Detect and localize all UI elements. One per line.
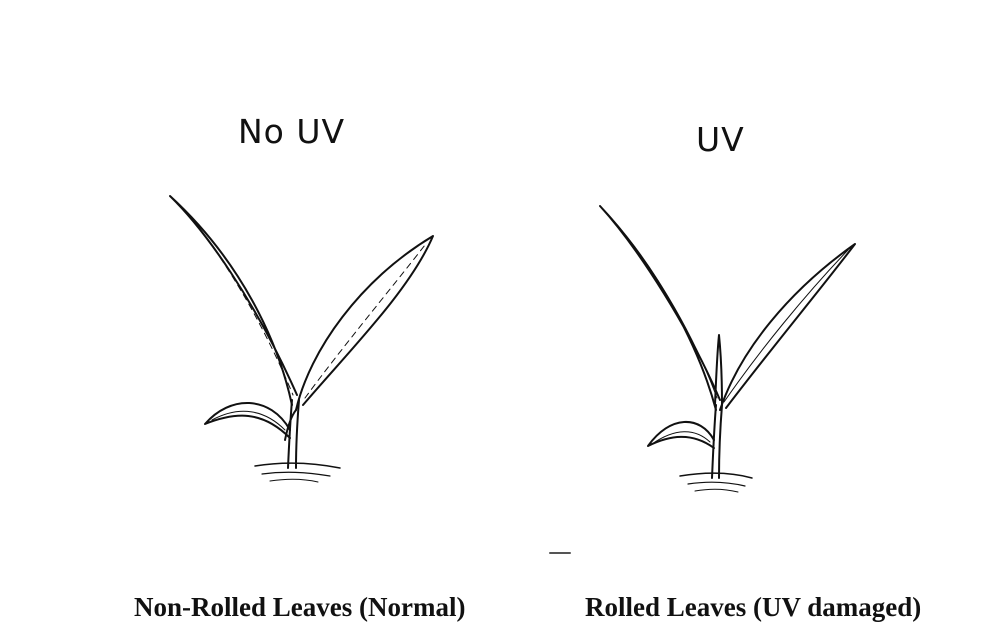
no-uv-heading: No UV — [238, 112, 345, 151]
uv-heading: UV — [696, 120, 745, 159]
uv-damaged-seedling-drawing — [600, 206, 855, 492]
normal-leaves-caption: Non-Rolled Leaves (Normal) — [134, 592, 465, 623]
normal-seedling-drawing — [170, 196, 433, 482]
rolled-leaves-caption: Rolled Leaves (UV damaged) — [585, 592, 921, 623]
